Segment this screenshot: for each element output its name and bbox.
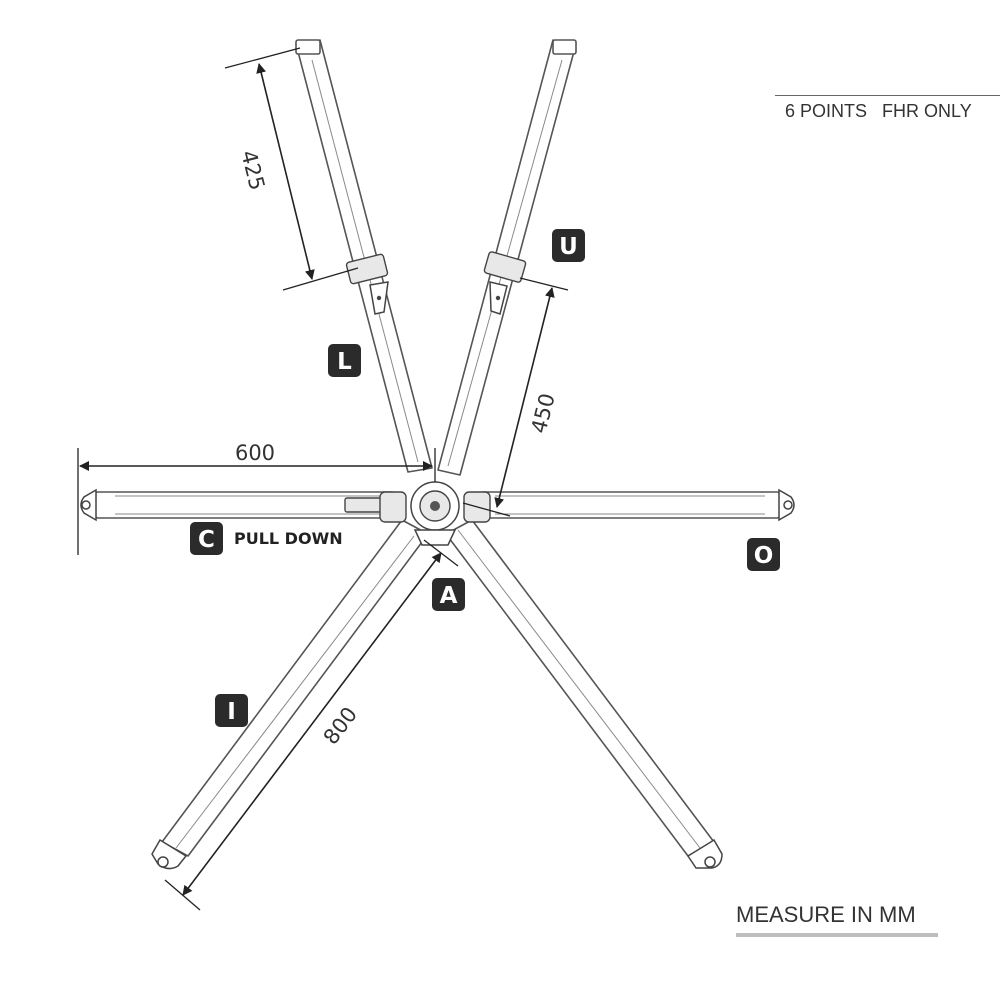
title-rule — [775, 95, 1000, 96]
strap-c — [80, 488, 396, 522]
badge-o: O — [747, 538, 780, 571]
badge-u: U — [552, 229, 585, 262]
measure-note: MEASURE IN MM — [736, 902, 916, 927]
badge-c: C — [190, 522, 223, 555]
badge-o-text: O — [754, 543, 774, 569]
anchor-eye-c — [80, 488, 97, 522]
dimension-600-label: 600 — [235, 441, 275, 465]
dimension-450-label: 450 — [527, 391, 560, 436]
strap-l — [295, 39, 433, 473]
strap-i — [151, 519, 429, 870]
badge-u-text: U — [559, 234, 578, 260]
adjuster-l — [345, 253, 389, 315]
strap-a — [445, 519, 723, 869]
strap-o — [479, 488, 795, 522]
anchor-eye-a — [686, 838, 723, 869]
cam-lock-buckle — [379, 448, 491, 546]
badge-i: I — [215, 694, 248, 727]
badge-l-text: L — [337, 349, 352, 375]
anchor-eye-o — [778, 488, 795, 522]
dimension-800: 800 — [164, 539, 459, 911]
badge-i-text: I — [227, 699, 236, 725]
dimension-600: 600 — [77, 441, 433, 555]
dimension-425-label: 425 — [236, 148, 269, 193]
dimension-800-label: 800 — [319, 703, 362, 749]
badge-c-text: C — [198, 527, 215, 553]
anchor-eye-i — [151, 838, 188, 870]
badge-a-text: A — [440, 583, 458, 609]
measure-underline — [736, 933, 938, 937]
page-title: 6 POINTS FHR ONLY — [785, 101, 972, 121]
badge-l: L — [328, 344, 361, 377]
badge-a: A — [432, 578, 465, 611]
pull-down-note: PULL DOWN — [234, 529, 343, 548]
